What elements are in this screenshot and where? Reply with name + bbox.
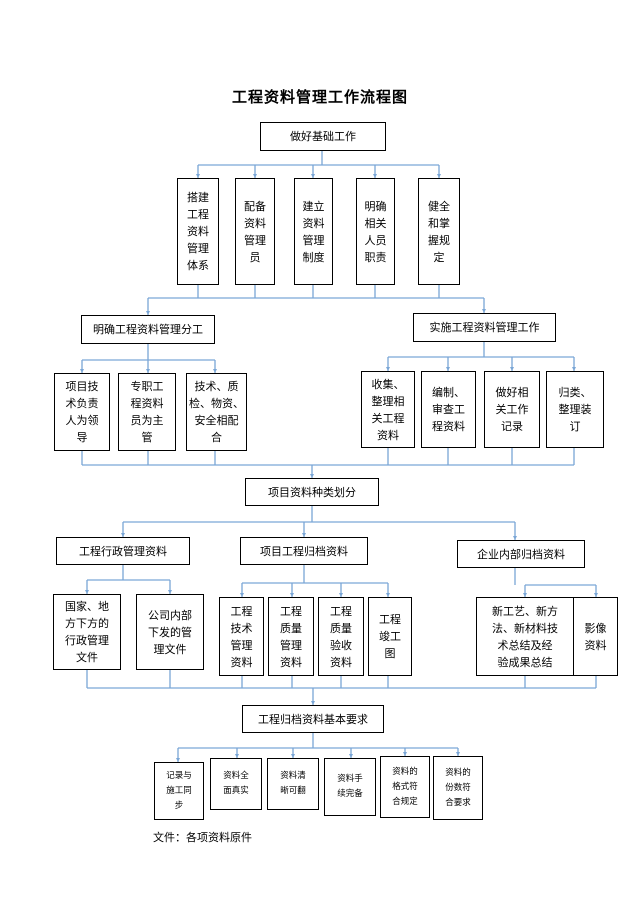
- right-branch-item: 编制、 审查工 程资料: [421, 371, 476, 448]
- archive-item: 工程 技术 管理 资料: [219, 597, 264, 676]
- admin-category-title: 工程行政管理资料: [56, 537, 190, 565]
- requirement-item: 资料全 面真实: [210, 758, 262, 810]
- left-branch-title: 明确工程资料管理分工: [81, 315, 215, 344]
- foundation-item: 搭建 工程 资料 管理 体系: [177, 178, 219, 285]
- right-branch-title: 实施工程资料管理工作: [413, 313, 556, 342]
- requirement-item: 资料清 晰可翻: [267, 758, 319, 810]
- right-branch-item: 收集、 整理相 关工程 资料: [361, 371, 415, 448]
- requirement-item: 记录与 施工同 步: [154, 762, 204, 820]
- left-branch-item: 技术、质 检、物资、 安全相配 合: [186, 373, 247, 451]
- diagram-title: 工程资料管理工作流程图: [231, 88, 408, 106]
- foundation-item: 建立 资料 管理 制度: [294, 178, 333, 285]
- left-branch-item: 项目技 术负责 人为领 导: [54, 373, 110, 451]
- left-branch-item: 专职工 程资料 员为主 管: [118, 373, 176, 451]
- archive-item: 工程 质量 管理 资料: [268, 597, 314, 676]
- internal-category-title: 企业内部归档资料: [457, 540, 585, 568]
- requirements-title: 工程归档资料基本要求: [242, 705, 384, 733]
- requirement-item: 资料手 续完备: [324, 758, 376, 816]
- foundation-item: 健全 和掌 握规 定: [418, 178, 460, 285]
- foundation-item: 配备 资料 管理 员: [235, 178, 275, 285]
- internal-item: 影像 资料: [573, 597, 618, 676]
- archive-item: 工程 竣工 图: [368, 597, 412, 676]
- archive-category-title: 项目工程归档资料: [240, 537, 368, 565]
- right-branch-item: 归类、 整理装 订: [546, 371, 604, 448]
- classification-node: 项目资料种类划分: [245, 478, 379, 506]
- admin-item: 公司内部 下发的管 理文件: [136, 594, 204, 670]
- requirement-item: 资料的 格式符 合规定: [380, 756, 430, 818]
- archive-item: 工程 质量 验收 资料: [318, 597, 364, 676]
- foundation-item: 明确 相关 人员 职责: [356, 178, 395, 285]
- footer-note: 文件：各项资料原件: [153, 831, 252, 844]
- requirement-item: 资料的 份数符 合要求: [433, 756, 483, 820]
- root-node: 做好基础工作: [260, 122, 386, 151]
- admin-item: 国家、地 方下方的 行政管理 文件: [53, 594, 121, 670]
- right-branch-item: 做好相 关工作 记录: [484, 371, 540, 448]
- internal-item: 新工艺、新方 法、新材料技 术总结及经 验成果总结: [476, 597, 574, 676]
